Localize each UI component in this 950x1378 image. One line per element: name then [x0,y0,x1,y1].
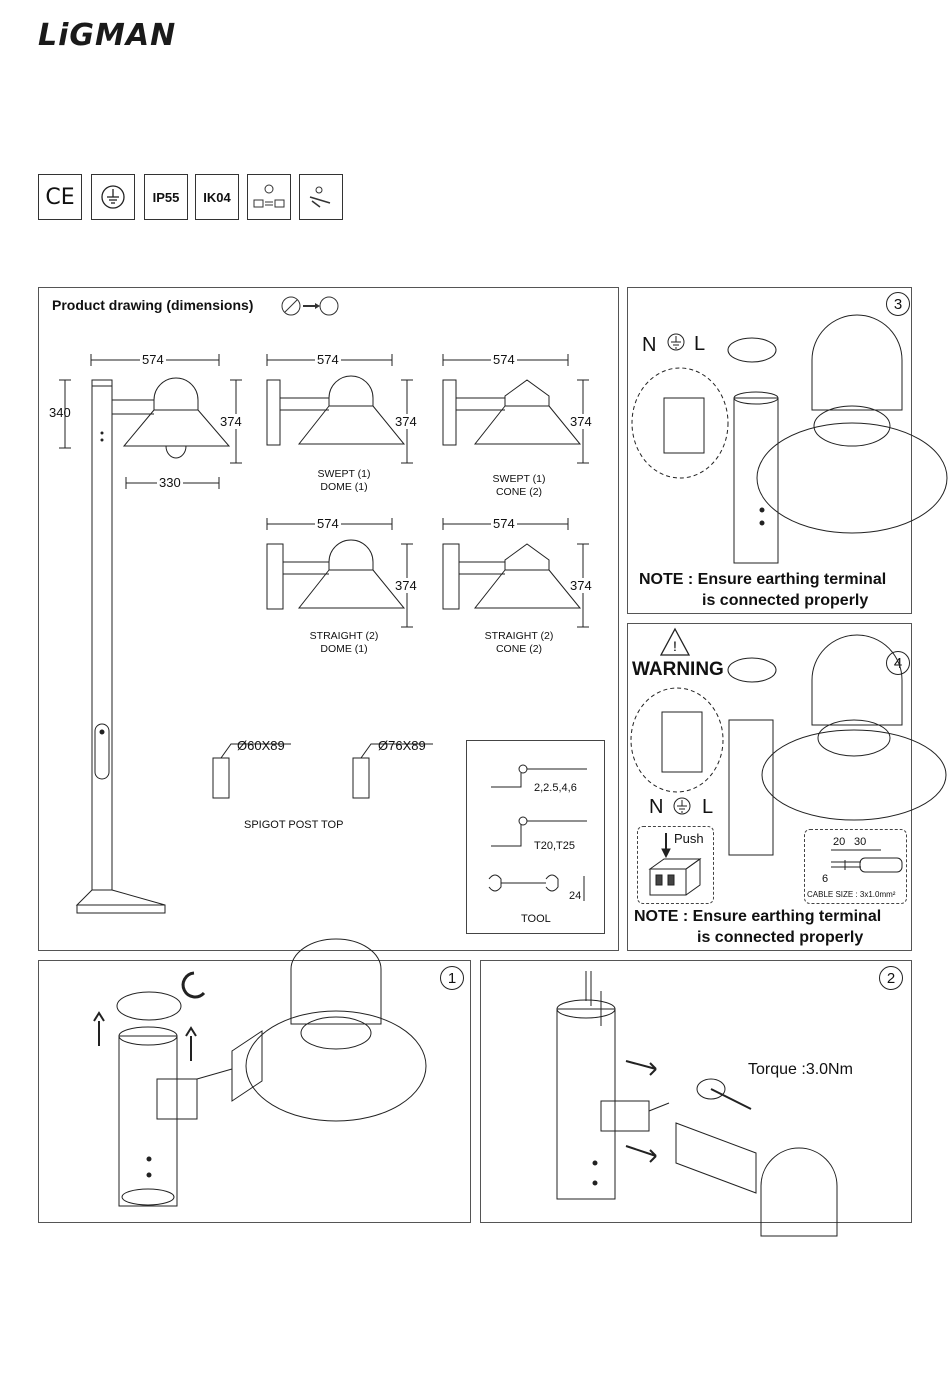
live-label: L [694,333,706,355]
step4-earth-icon [673,797,691,815]
step3-number: 3 [886,292,910,316]
variant3-height: 374 [395,578,417,593]
step3-note-line1: NOTE : Ensure earthing terminal [639,571,887,588]
variant2-label: SWEPT (1)CONE (2) [492,473,546,498]
ce-mark-icon: CE [38,174,82,220]
dim-spread: 330 [157,475,183,490]
cable-icon [831,849,903,873]
variant4-width: 574 [491,516,517,531]
panel-title: Product drawing (dimensions) [52,297,254,313]
spigot-label: SPIGOT POST TOP [244,819,344,831]
tool-to-fixture-icon [281,296,339,316]
variant1-height: 374 [395,414,417,429]
variant4-height: 374 [570,578,592,593]
earth-icon [667,333,685,351]
warning-icon: ! [659,627,691,656]
step1-panel: 1 [38,938,471,1223]
torx-sizes: T20,T25 [534,840,575,852]
step4-note-line2: is connected properly [697,929,864,946]
wiring-drawing [631,314,948,564]
step4-number: 4 [886,651,910,675]
variant-straight-dome-drawing [266,518,413,628]
strip-length-b: 30 [854,836,867,848]
torque-label: Torque :3.0Nm [748,1061,853,1078]
dim-width: 574 [140,352,166,367]
strip-length-c: 6 [822,873,829,885]
step1-assembly-drawing [93,938,427,1207]
terminal-block-icon [648,833,702,896]
voltage-icon [247,174,291,220]
variant-straight-cone-drawing [442,518,589,628]
tool-label: TOOL [521,913,551,925]
spigot-drawing [212,743,433,799]
variant-swept-dome-drawing [266,354,413,464]
tool-icon [299,174,343,220]
dim-height: 340 [49,405,71,420]
step2-assembly-drawing [556,971,838,1237]
spigot-small-size: Ø60X89 [237,738,285,753]
spanner-size: 24 [569,890,582,902]
warning-label: WARNING [632,659,724,680]
ip-rating-badge: IP55 [144,174,188,220]
step4-panel: 4 ! WARNING N L Push [627,623,947,951]
variant3-width: 574 [315,516,341,531]
step4-note-line1: NOTE : Ensure earthing terminal [634,908,882,925]
push-terminal-box: Push [637,826,714,904]
cable-size-label: CABLE SIZE : 3x1.0mm² [807,890,896,899]
step3-note-line2: is connected properly [702,592,869,609]
step4-wiring-drawing [630,634,947,856]
variant1-width: 574 [315,352,341,367]
strip-length-a: 20 [833,836,846,848]
variant1-label: SWEPT (1)DOME (1) [317,468,371,493]
step3-panel: 3 N L NOTE : Ensure earthing terminal is… [627,287,948,614]
variant-swept-cone-drawing [442,354,589,464]
product-drawing-panel: Product drawing (dimensions) [38,287,619,951]
variant3-label: STRAIGHT (2)DOME (1) [309,630,379,655]
allen-key-icon [488,764,587,901]
cable-strip-box: 20 30 6 CABLE SIZE : 3x1.0mm² [804,829,907,904]
allen-key-sizes: 2,2.5,4,6 [534,782,577,794]
neutral-label: N [642,334,657,356]
step4-neutral-label: N [649,796,664,818]
step1-number: 1 [440,966,464,990]
variant2-width: 574 [491,352,517,367]
brand-logo: LiGMAN [38,18,177,53]
earth-icon [91,174,135,220]
step2-number: 2 [879,966,903,990]
variant4-label: STRAIGHT (2)CONE (2) [484,630,554,655]
spigot-large-size: Ø76X89 [378,738,426,753]
variant2-height: 374 [570,414,592,429]
step4-live-label: L [702,796,714,818]
tool-box: 2,2.5,4,6 T20,T25 24 TOOL [466,740,605,934]
ik-rating-badge: IK04 [195,174,239,220]
push-label: Push [674,831,704,846]
step2-panel: 2 Torque :3.0Nm [480,960,912,1237]
dim-fixture: 374 [220,414,242,429]
svg-text:!: ! [673,638,677,654]
pole-drawing [59,354,242,914]
